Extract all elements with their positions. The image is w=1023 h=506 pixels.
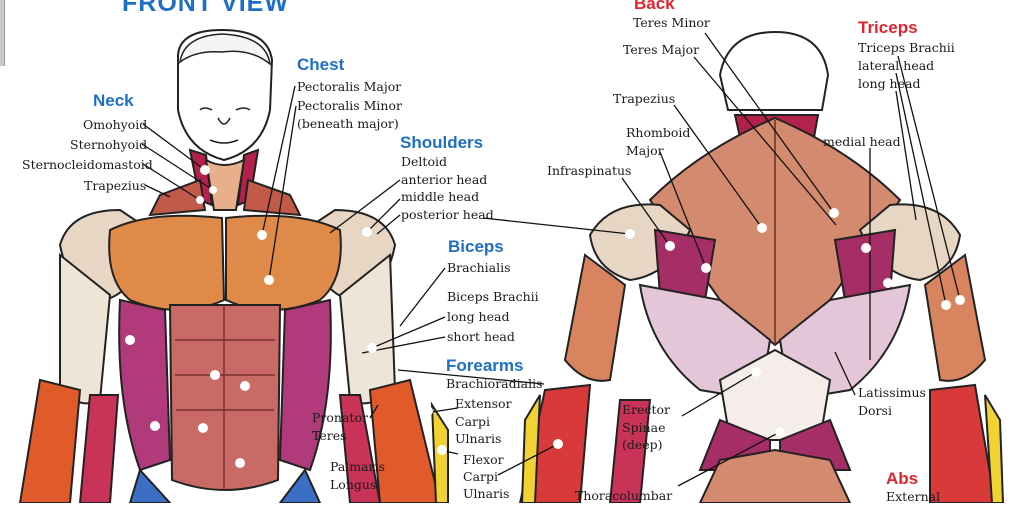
label-long-head-biceps: long head	[447, 309, 510, 324]
label-brachialis: Brachialis	[447, 260, 511, 275]
label-omohyoid: Omohyoid	[83, 117, 148, 132]
label-teres: Teres	[312, 428, 347, 443]
label-long-head-triceps: long head	[858, 76, 921, 91]
front-hair	[178, 33, 272, 66]
label-pectoralis-minor: Pectoralis Minor	[297, 98, 402, 113]
label-extensor-ulnaris: Ulnaris	[455, 431, 502, 446]
forearms-header: Forearms	[446, 356, 524, 375]
label-lateral-head: lateral head	[858, 58, 935, 73]
front-figure	[18, 28, 449, 503]
label-external: External	[886, 489, 941, 504]
back-figure	[518, 30, 1005, 503]
label-teres-minor: Teres Minor	[633, 15, 710, 30]
front-pectoralis-left	[108, 214, 226, 311]
label-posterior-head: posterior head	[401, 207, 494, 222]
biceps-header: Biceps	[448, 237, 504, 256]
neck-header: Neck	[93, 91, 134, 110]
label-trapezius-front: Trapezius	[84, 178, 147, 193]
shoulders-header: Shoulders	[400, 133, 484, 152]
label-anterior-head: anterior head	[401, 172, 488, 187]
back-leader-lines	[482, 32, 961, 487]
label-dorsi: Dorsi	[858, 403, 892, 418]
label-flexor: Flexor	[463, 452, 504, 467]
chest-header: Chest	[297, 55, 345, 74]
label-palmaris: Palmaris	[330, 459, 385, 474]
front-pectoralis-right	[225, 214, 342, 311]
label-sternohyoid: Sternohyoid	[70, 137, 148, 152]
label-deltoid: Deltoid	[401, 154, 447, 169]
back-head	[718, 30, 830, 111]
label-deep: (deep)	[622, 437, 663, 452]
label-flexor-ulnaris: Ulnaris	[463, 486, 510, 501]
front-head	[177, 28, 274, 162]
label-rhomboid-major: Major	[626, 143, 664, 158]
front-leader-lines	[141, 85, 545, 455]
label-teres-major: Teres Major	[623, 42, 700, 57]
label-trapezius-back: Trapezius	[613, 91, 676, 106]
label-sternocleidomastoid: Sternocleidomastoid	[22, 157, 153, 172]
label-short-head: short head	[447, 329, 515, 344]
label-medial-head: medial head	[823, 134, 901, 149]
label-spinae: Spinae	[622, 420, 666, 435]
label-latissimus: Latissimus	[858, 385, 926, 400]
triceps-header: Triceps	[858, 18, 918, 37]
label-biceps-brachii: Biceps Brachii	[447, 289, 539, 304]
label-brachioradialis: Brachioradialis	[446, 376, 543, 391]
window-edge	[0, 0, 5, 66]
label-erector: Erector	[622, 402, 671, 417]
back-header: Back	[634, 0, 675, 13]
label-longus: Longus	[330, 477, 377, 492]
label-rhomboid: Rhomboid	[626, 125, 691, 140]
label-beneath-major: (beneath major)	[297, 116, 399, 131]
label-triceps-brachii: Triceps Brachii	[858, 40, 955, 55]
label-flexor-carpi: Carpi	[463, 469, 498, 484]
label-extensor: Extensor	[455, 396, 512, 411]
label-thoracolumbar: Thoracolumbar	[575, 488, 673, 503]
front-view-title: FRONT VIEW	[122, 0, 289, 17]
label-infraspinatus: Infraspinatus	[547, 163, 632, 178]
abs-header: Abs	[886, 469, 919, 488]
label-extensor-carpi: Carpi	[455, 414, 490, 429]
label-pectoralis-major: Pectoralis Major	[297, 79, 402, 94]
front-abdominals	[168, 304, 282, 491]
label-middle-head: middle head	[401, 189, 480, 204]
label-pronator: Pronator	[312, 410, 368, 425]
